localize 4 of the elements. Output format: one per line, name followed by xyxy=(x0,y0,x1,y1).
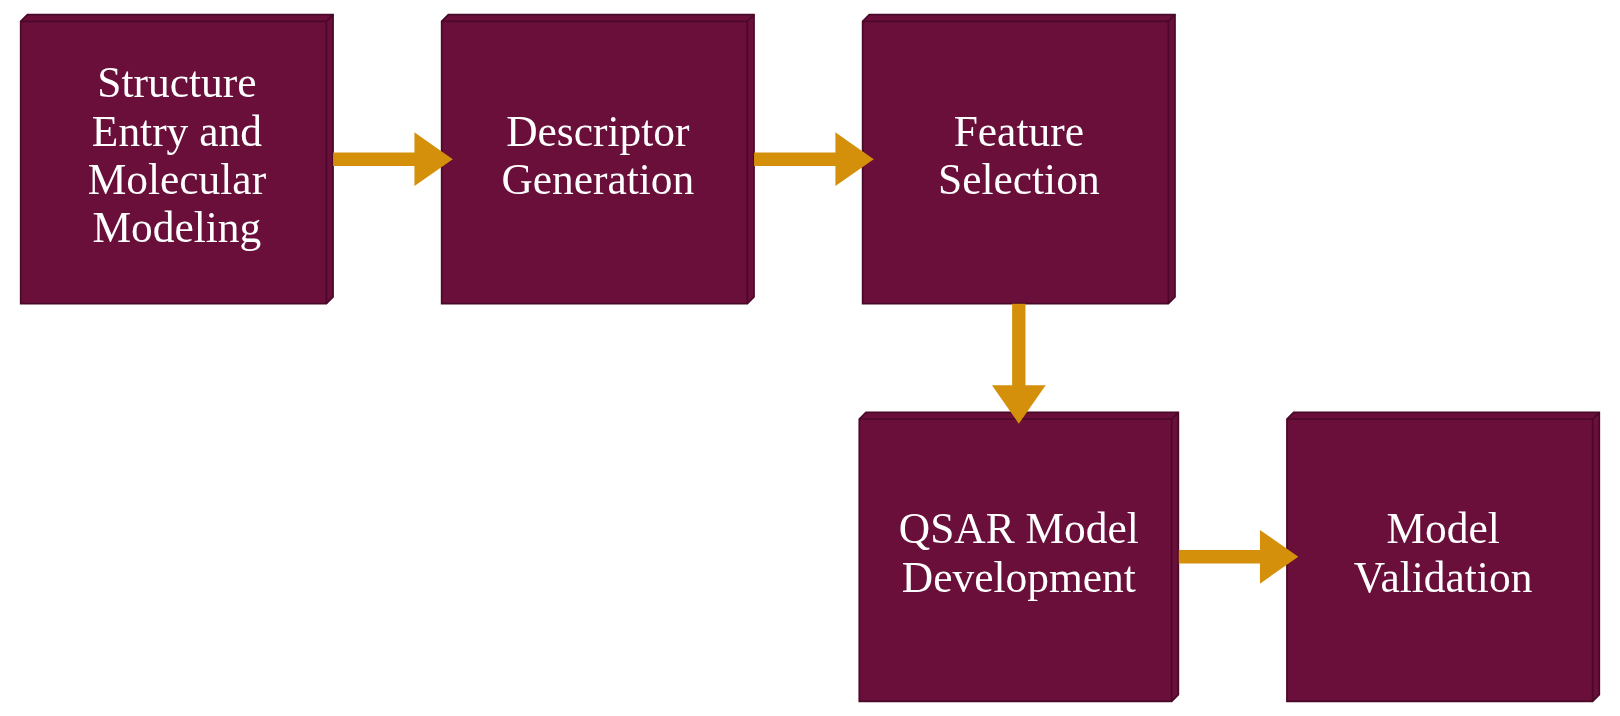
arrow xyxy=(991,303,1046,424)
arrow xyxy=(1178,529,1299,584)
arrow xyxy=(754,132,874,187)
arrow xyxy=(333,132,453,187)
